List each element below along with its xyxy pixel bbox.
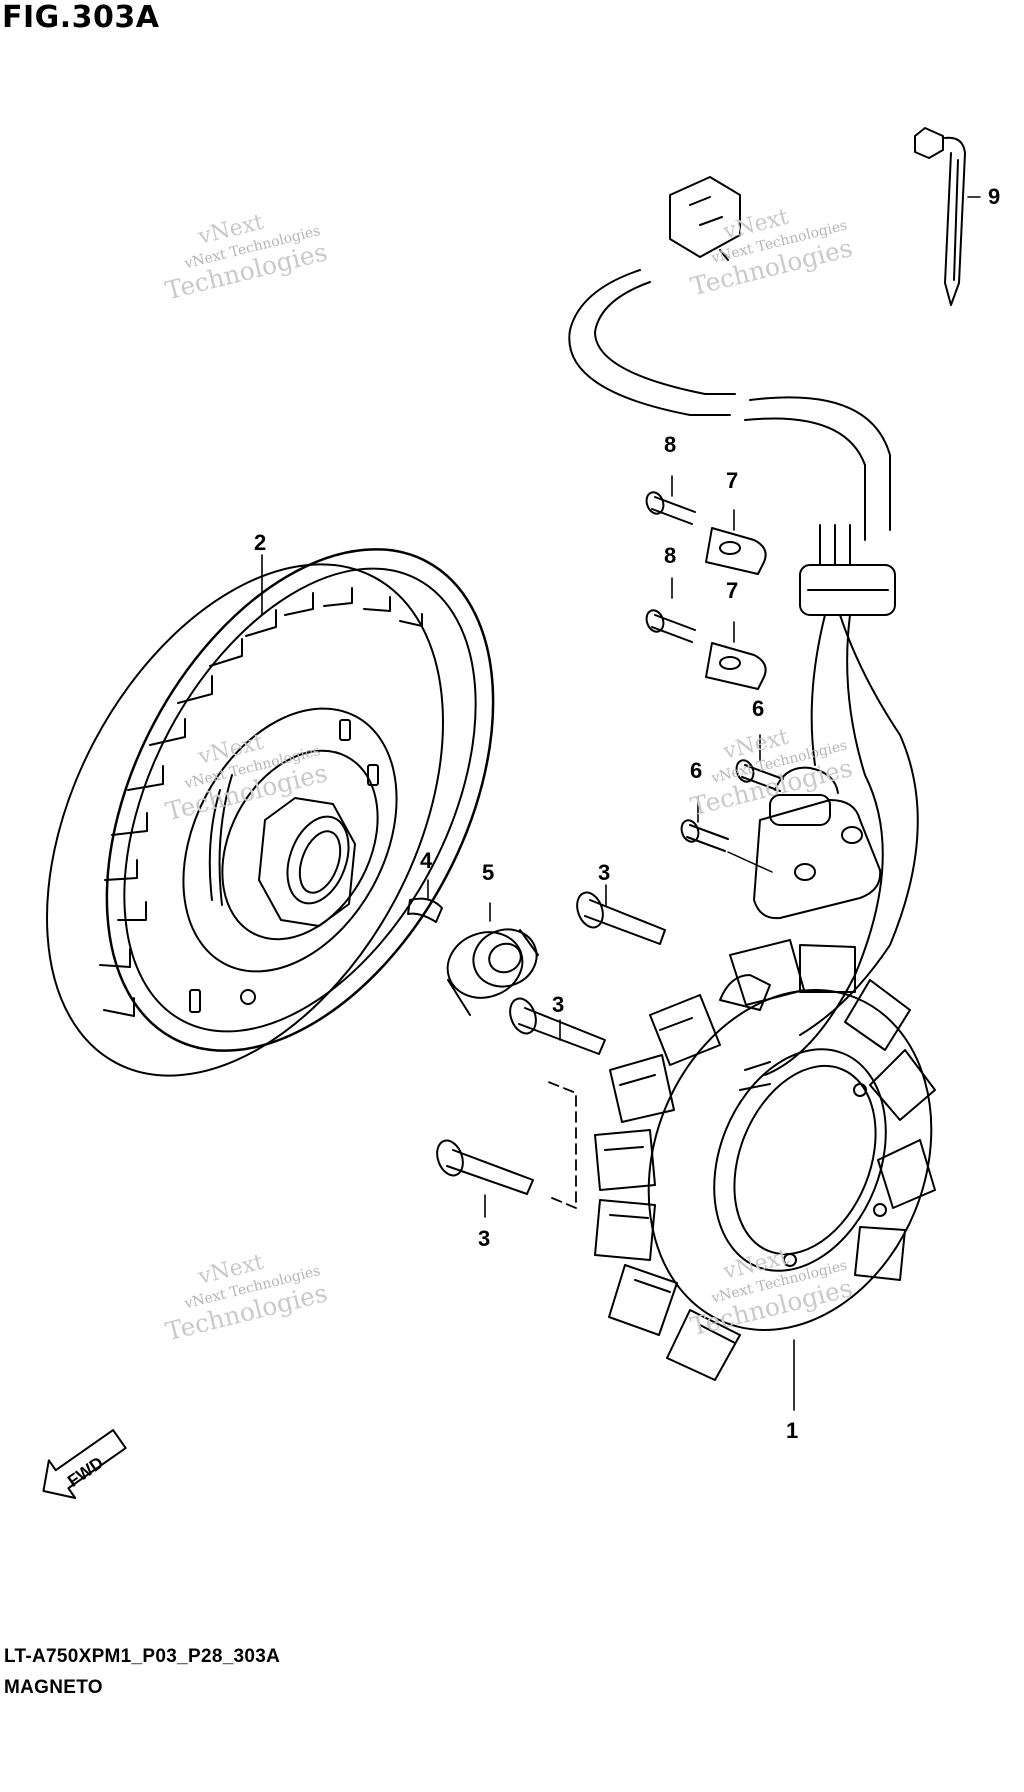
- wire-clamps: [705, 527, 767, 690]
- watermark-5: vNext vNext Technologies Technologies: [163, 1250, 331, 1347]
- wire-harness: [568, 176, 919, 1076]
- watermark-6: vNext vNext Technologies Technologies: [688, 1245, 856, 1342]
- leader-lines: [261, 196, 981, 1411]
- watermark-2: vNext vNext Technologies Technologies: [688, 205, 856, 302]
- callout-7b: 7: [726, 578, 738, 603]
- callout-7a: 7: [726, 468, 738, 493]
- stator-assembly: [594, 939, 936, 1381]
- callout-8b: 8: [664, 543, 676, 568]
- stator-bolts: [436, 891, 666, 1195]
- callout-5: 5: [482, 860, 494, 885]
- flywheel-rotor: [46, 548, 495, 1077]
- callout-6a: 6: [752, 696, 764, 721]
- clamp-bolts: [645, 491, 784, 873]
- callout-8a: 8: [664, 432, 676, 457]
- figure-title: FIG.303A: [2, 0, 160, 35]
- pulser-coil: [753, 766, 882, 920]
- cable-tie: [914, 127, 966, 306]
- callout-3c: 3: [478, 1226, 490, 1251]
- callout-3b: 3: [552, 992, 564, 1017]
- callout-1: 1: [786, 1418, 798, 1443]
- callout-9: 9: [988, 184, 1000, 209]
- watermark-1: vNext vNext Technologies Technologies: [162, 210, 330, 306]
- fwd-arrow-icon: [42, 1429, 127, 1500]
- watermark-3: vNext vNext Technologies Technologies: [163, 730, 331, 827]
- callout-6b: 6: [690, 758, 702, 783]
- callout-4: 4: [420, 848, 433, 873]
- callout-3a: 3: [598, 860, 610, 885]
- woodruff-key: [407, 897, 443, 923]
- callout-2: 2: [254, 530, 266, 555]
- collar-bush: [446, 928, 539, 1016]
- drawing-code: LT-A750XPM1_P03_P28_303A: [4, 1646, 281, 1667]
- section-name: MAGNETO: [4, 1677, 103, 1698]
